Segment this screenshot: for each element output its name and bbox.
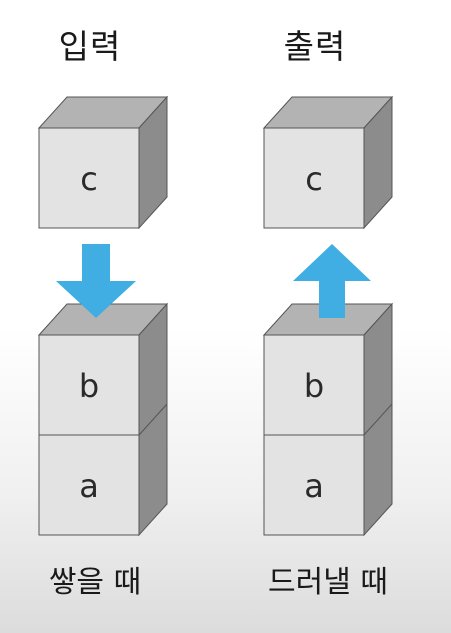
right-cube-b: [263, 334, 365, 436]
left-cube-a-label: a: [79, 467, 99, 505]
left-cube-c: c: [37, 95, 169, 230]
input-heading: 입력: [58, 27, 122, 66]
pop-caption: 드러낼 때: [268, 565, 388, 600]
right-cube-c: c: [262, 95, 394, 230]
right-stack: b a: [262, 302, 394, 537]
right-cube-a-label: a: [304, 467, 324, 505]
left-cube-c-label: c: [80, 160, 98, 198]
output-heading: 출력: [283, 27, 347, 66]
push-arrow-icon: [56, 244, 136, 318]
right-cube-b-label: b: [304, 367, 324, 405]
left-cube-a: [38, 434, 140, 536]
right-cube-c-label: c: [305, 160, 323, 198]
left-stack: b a: [37, 302, 169, 537]
pop-arrow-icon: [293, 244, 371, 318]
left-cube-b-label: b: [79, 367, 99, 405]
push-caption: 쌓을 때: [48, 565, 142, 600]
right-cube-a: [263, 434, 365, 536]
